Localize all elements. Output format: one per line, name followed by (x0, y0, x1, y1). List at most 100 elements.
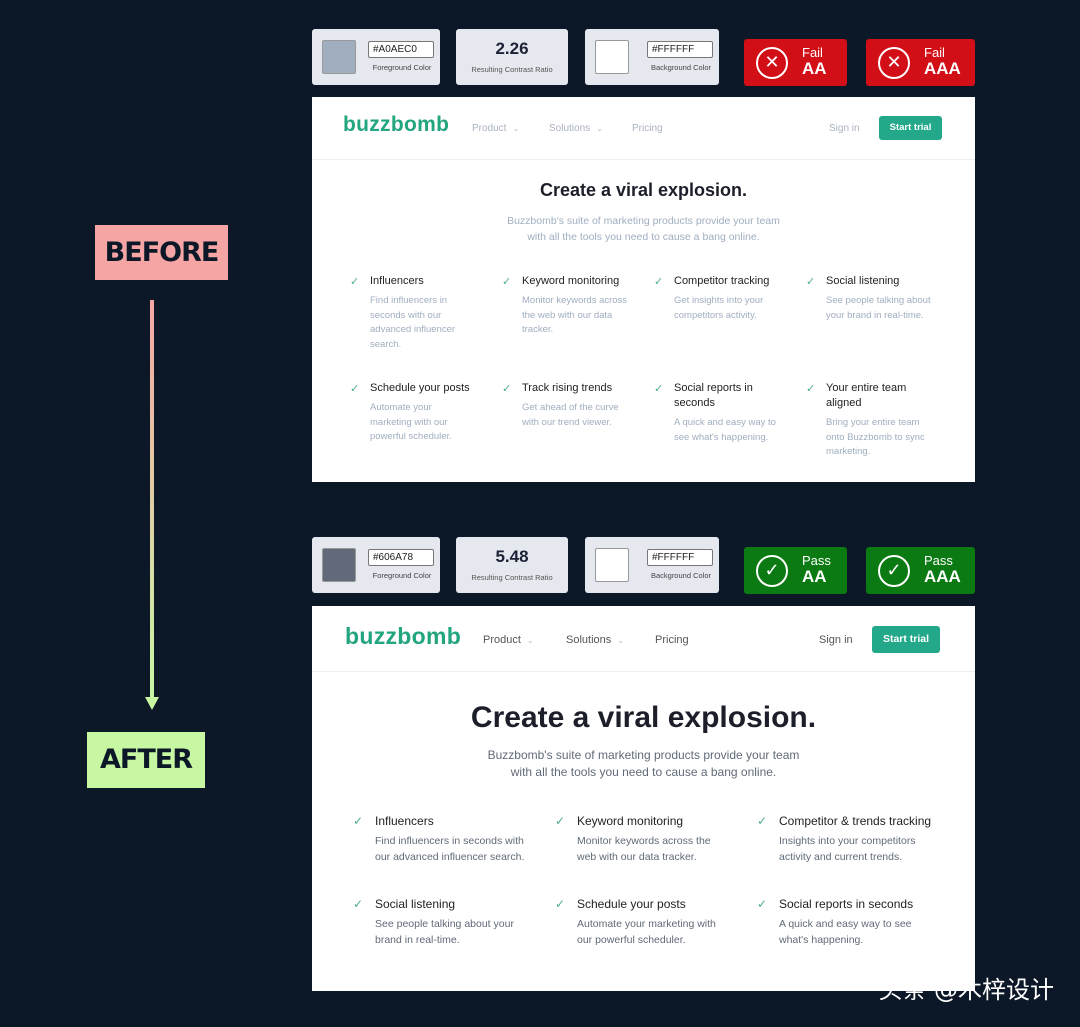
feature-description: Monitor keywords across the (577, 835, 711, 847)
foreground-hex-input[interactable]: #A0AEC0 (368, 41, 434, 58)
check-icon: ✓ (806, 383, 816, 395)
sign-in-link[interactable]: Sign in (819, 634, 853, 646)
x-circle-icon: ✕ (756, 47, 788, 79)
feature-description: onto Buzzbomb to sync (826, 431, 925, 443)
feature-description: with our trend viewer. (522, 416, 612, 428)
background-swatch[interactable] (595, 40, 629, 74)
check-circle-icon: ✓ (756, 555, 788, 587)
nav-label: Product (483, 634, 521, 646)
start-trial-button[interactable]: Start trial (879, 116, 942, 140)
feature-title: Keyword monitoring (522, 275, 620, 287)
chevron-down-icon: ⌄ (512, 124, 520, 133)
check-icon: ✓ (350, 276, 360, 288)
website-preview-after: buzzbomb Product⌄ Solutions⌄ Pricing Sign in… (312, 606, 975, 991)
check-icon: ✓ (806, 276, 816, 288)
feature-description: Monitor keywords across (522, 295, 628, 306)
feature-description: competitors activity. (674, 309, 757, 321)
hero-subtitle-line-1: Buzzbomb's suite of marketing products p… (507, 215, 780, 227)
contrast-ratio-value: 5.48 (495, 547, 529, 566)
feature-description: See people talking about your (375, 918, 514, 930)
feature-title: Social listening (375, 897, 456, 911)
result-status: Pass (802, 553, 831, 568)
background-label: Background Color (650, 571, 712, 580)
nav-pricing[interactable]: Pricing (632, 123, 663, 134)
before-label: BEFORE (95, 225, 228, 280)
site-nav: buzzbomb Product⌄ Solutions⌄ Pricing Sign in… (312, 606, 975, 672)
foreground-label: Foreground Color (372, 63, 432, 72)
feature-description: our advanced influencer search. (375, 850, 525, 863)
check-icon: ✓ (555, 897, 566, 911)
chevron-down-icon: ⌄ (596, 124, 603, 133)
nav-product[interactable]: Product ⌄ (472, 123, 519, 134)
feature-description: search. (370, 339, 402, 351)
check-icon: ✓ (555, 814, 566, 828)
feature-description: Automate your marketing with (577, 918, 716, 930)
feature-description: marketing. (826, 446, 871, 458)
sign-in-link[interactable]: Sign in (829, 123, 860, 134)
feature-description: our powerful scheduler. (577, 933, 686, 946)
nav-label: Product (472, 123, 507, 134)
feature-title: aligned (826, 397, 862, 409)
check-icon: ✓ (654, 383, 664, 395)
start-trial-button[interactable]: Start trial (872, 626, 940, 653)
hero-subtitle-line-2: with all the tools you need to cause a b… (510, 765, 777, 779)
feature-description: brand in real-time. (375, 933, 460, 946)
feature-description: seconds with our (370, 309, 442, 321)
foreground-swatch[interactable] (322, 40, 356, 74)
result-status: Fail (802, 45, 823, 60)
nav-solutions[interactable]: Solutions⌄ (566, 634, 624, 646)
feature-title: Influencers (370, 275, 424, 287)
background-hex-input[interactable]: #FFFFFF (647, 549, 713, 566)
feature-description: what's happening. (779, 933, 864, 946)
nav-label: Solutions (566, 634, 612, 646)
feature-description: powerful scheduler. (370, 431, 452, 443)
nav-solutions[interactable]: Solutions ⌄ (549, 123, 603, 134)
check-circle-icon: ✓ (878, 555, 910, 587)
feature-title: Social reports in (674, 382, 753, 394)
foreground-swatch[interactable] (322, 548, 356, 582)
result-level: AAA (924, 567, 961, 586)
feature-description: Bring your entire team (826, 417, 920, 428)
feature-description: web with our data tracker. (577, 850, 697, 863)
feature-description: Get ahead of the curve (522, 402, 619, 413)
brand-logo[interactable]: buzzbomb (345, 623, 462, 649)
background-hex-input[interactable]: #FFFFFF (647, 41, 713, 58)
feature-description: Insights into your competitors (779, 835, 916, 847)
result-status: Pass (924, 553, 953, 568)
check-icon: ✓ (502, 276, 512, 288)
brand-logo[interactable]: buzzbomb (343, 113, 450, 136)
before-after-arrow (150, 300, 154, 700)
feature-description: see what's happening. (674, 431, 769, 443)
nav-pricing[interactable]: Pricing (655, 634, 689, 646)
feature-title: Schedule your posts (577, 897, 686, 911)
background-swatch[interactable] (595, 548, 629, 582)
background-color-card: #FFFFFF Background Color (585, 537, 719, 593)
check-icon: ✓ (654, 276, 664, 288)
check-icon: ✓ (502, 383, 512, 395)
feature-description: Find influencers in seconds with (375, 835, 524, 847)
feature-title: Competitor & trends tracking (779, 814, 932, 828)
check-icon: ✓ (353, 814, 364, 828)
foreground-hex-input[interactable]: #606A78 (368, 549, 434, 566)
contrast-ratio-label: Resulting Contrast Ratio (471, 573, 553, 582)
contrast-ratio-value: 2.26 (495, 39, 529, 58)
site-nav: buzzbomb Product ⌄ Solutions ⌄ Pricing Sign in… (312, 97, 975, 160)
result-level: AA (802, 59, 827, 78)
result-level: AA (802, 567, 827, 586)
nav-label: Solutions (549, 123, 591, 134)
nav-product[interactable]: Product⌄ (483, 634, 534, 646)
